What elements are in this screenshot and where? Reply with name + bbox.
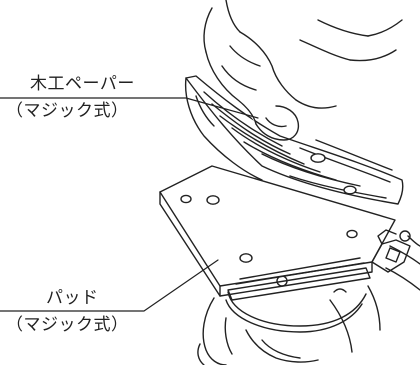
pad-leader-line — [0, 259, 219, 312]
leader-lines — [0, 97, 259, 312]
pad-type-label: （マジック式） — [6, 315, 129, 335]
sandpaper-shape — [184, 75, 404, 205]
pad-shape — [159, 165, 411, 301]
sandpaper-leader-line — [0, 97, 259, 119]
sandpaper-label: 木工ペーパー — [30, 74, 135, 94]
tool-body — [225, 275, 367, 333]
pad-callout: パッド （マジック式） — [0, 287, 129, 336]
lower-hand — [197, 297, 353, 365]
sandpaper-callout: 木工ペーパー （マジック式） — [0, 73, 135, 122]
sandpaper-type-label: （マジック式） — [6, 101, 129, 121]
arm-right — [367, 235, 420, 331]
pad-label: パッド — [46, 288, 99, 308]
